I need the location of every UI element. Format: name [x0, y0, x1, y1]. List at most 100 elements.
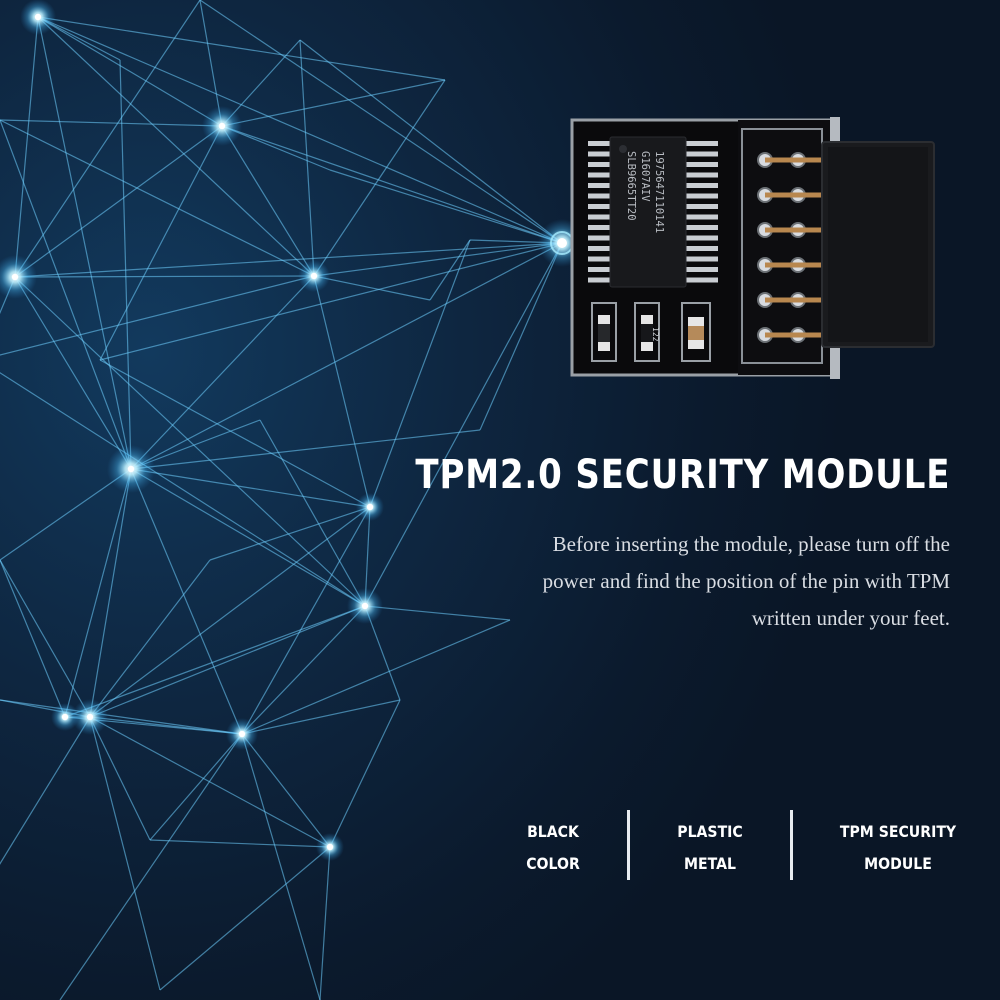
- network-line: [64, 468, 132, 718]
- network-line: [130, 275, 315, 470]
- network-line: [14, 125, 223, 278]
- network-node: [61, 713, 69, 721]
- chip-pin: [588, 235, 610, 241]
- header-pin: [765, 192, 827, 198]
- feature-divider: [790, 810, 793, 880]
- chip-pin: [686, 246, 718, 251]
- network-line: [14, 276, 366, 607]
- network-line: [199, 0, 223, 127]
- network-line: [99, 242, 563, 361]
- network-node: [366, 503, 374, 511]
- network-node: [34, 13, 42, 21]
- network-line: [479, 242, 563, 431]
- chip-pin: [686, 141, 718, 146]
- chip-pin: [686, 151, 718, 157]
- network-line: [241, 699, 401, 735]
- network-line: [37, 16, 563, 244]
- chip-pin: [588, 214, 610, 220]
- network-line: [89, 716, 151, 841]
- network-line: [221, 79, 446, 127]
- feature-divider: [627, 810, 630, 880]
- product-title: TPM2.0 SECURITY MODULE: [415, 452, 950, 498]
- network-line: [313, 275, 431, 301]
- network-line: [14, 242, 563, 278]
- network-node: [326, 843, 334, 851]
- network-node-glow: [0, 255, 37, 299]
- resistor-label: 122: [651, 327, 660, 342]
- network-line: [319, 846, 331, 1000]
- network-line: [299, 39, 563, 244]
- chip-pin: [686, 162, 718, 167]
- network-line: [329, 699, 401, 848]
- feature-line: TPM SECURITY: [839, 822, 957, 841]
- network-line: [14, 0, 201, 278]
- network-line: [99, 359, 371, 508]
- feature-line: METAL: [683, 854, 737, 873]
- header-pin: [765, 332, 827, 338]
- network-line: [369, 239, 471, 508]
- network-line: [119, 59, 132, 470]
- network-line: [0, 119, 132, 470]
- chip-pin: [686, 172, 718, 178]
- feature-color: BLACK COLOR: [506, 816, 599, 880]
- chip-pin: [588, 172, 610, 178]
- network-line: [130, 468, 371, 508]
- network-line: [89, 716, 331, 848]
- chip-pin: [588, 267, 610, 272]
- network-line: [130, 429, 481, 470]
- network-node: [86, 713, 94, 721]
- chip-pin: [588, 225, 610, 230]
- network-line: [89, 716, 161, 991]
- chip-pin: [686, 214, 718, 220]
- chip-pin: [686, 235, 718, 241]
- network-line: [259, 419, 366, 607]
- network-line: [313, 242, 563, 277]
- network-line: [313, 79, 446, 277]
- chip-pin: [588, 141, 610, 146]
- network-line: [0, 372, 366, 607]
- network-line: [149, 839, 331, 848]
- feature-type: TPM SECURITY MODULE: [838, 816, 958, 880]
- network-node: [238, 730, 246, 738]
- chip-pin: [588, 204, 610, 209]
- network-line: [329, 169, 563, 244]
- network-line: [64, 605, 366, 718]
- description-line: power and find the position of the pin w…: [542, 569, 950, 593]
- network-line: [37, 16, 315, 277]
- network-line: [364, 605, 511, 621]
- network-line: [241, 605, 366, 735]
- network-line: [299, 39, 315, 277]
- network-line: [130, 242, 563, 470]
- feature-line: COLOR: [526, 854, 580, 873]
- network-line: [89, 468, 132, 718]
- network-line: [130, 468, 366, 607]
- smd-components: 122: [591, 302, 711, 362]
- network-node: [127, 465, 135, 473]
- network-line: [37, 16, 446, 81]
- chip-pin: [686, 193, 718, 199]
- network-node: [361, 602, 369, 610]
- chip-label-3: 1975647110141: [653, 151, 665, 233]
- network-line: [0, 119, 223, 127]
- network-line: [221, 125, 563, 244]
- network-node: [11, 273, 19, 281]
- network-line: [59, 733, 243, 1000]
- feature-list: BLACK COLOR PLASTIC METAL TPM SECURITY M…: [500, 808, 970, 883]
- feature-line: MODULE: [864, 854, 932, 873]
- header-pin: [765, 262, 827, 268]
- feature-line: PLASTIC: [677, 822, 743, 841]
- network-line: [14, 275, 315, 278]
- network-line: [221, 125, 315, 277]
- network-line: [241, 733, 331, 848]
- network-line: [241, 506, 371, 735]
- chip-pin: [588, 193, 610, 199]
- chip-pin: [588, 162, 610, 167]
- network-line: [0, 716, 91, 865]
- network-line: [209, 506, 371, 561]
- description-line: Before inserting the module, please turn…: [552, 532, 950, 556]
- network-line: [241, 619, 511, 735]
- network-node: [218, 122, 226, 130]
- network-line: [89, 605, 366, 718]
